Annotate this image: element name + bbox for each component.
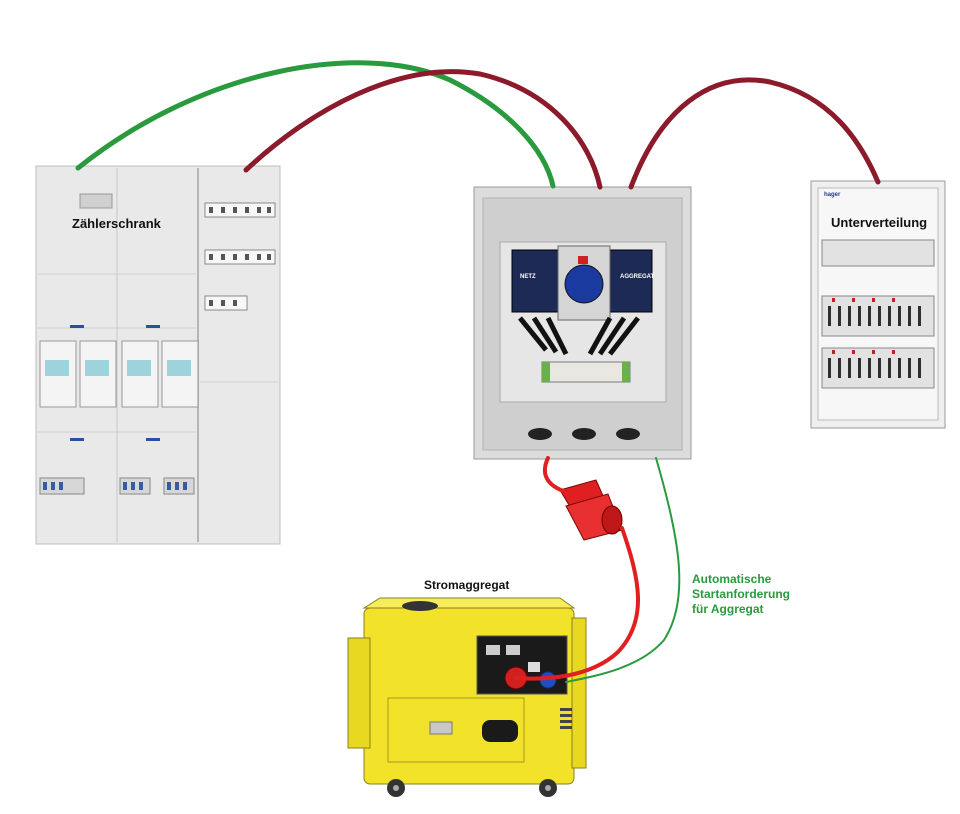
red-power-cable [243, 69, 603, 190]
green-signal-cable [565, 457, 681, 683]
brand-logo-label: hager [824, 192, 841, 198]
green-cable [75, 60, 556, 189]
auto-start-label-3: für Aggregat [692, 602, 764, 616]
auto-start-label-1: Automatische [692, 572, 772, 586]
generator-label: Stromaggregat [424, 578, 510, 592]
electricity-meters [39, 340, 199, 408]
cables [75, 60, 881, 683]
switch-grid-label: NETZ [520, 274, 536, 280]
transfer-switch-box [473, 186, 692, 460]
meter-cabinet [35, 165, 281, 545]
red-plug-cable-top [542, 456, 568, 494]
switch-generator-label: AGGREGAT [620, 274, 655, 280]
meter-cabinet-label: Zählerschrank [72, 216, 161, 231]
auto-start-label-2: Startanforderung [692, 587, 791, 601]
red-power-cable-sub [628, 77, 881, 190]
sub-distribution-label: Unterverteilung [831, 215, 928, 230]
rotary-knob-icon [564, 264, 604, 304]
sub-distribution-cabinet [810, 180, 946, 429]
red-plug-cable-bottom [514, 526, 640, 681]
breaker-row [204, 202, 276, 311]
cee-connector [559, 479, 623, 541]
generator [347, 597, 587, 797]
